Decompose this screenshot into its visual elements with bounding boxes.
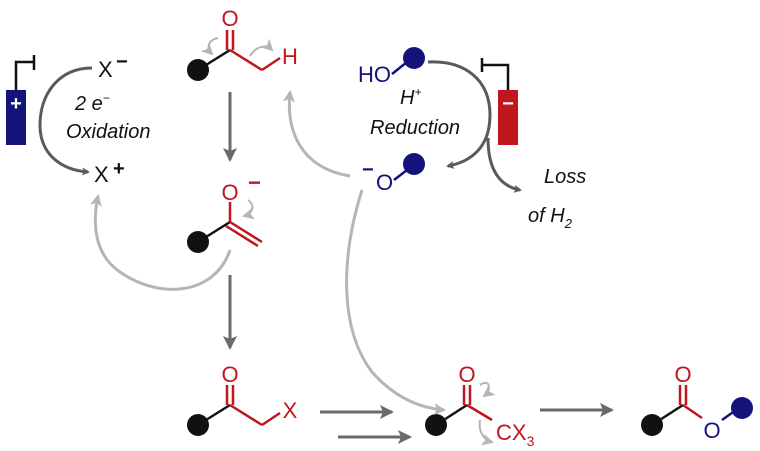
alpha-haloketone: O X	[187, 362, 298, 436]
trihaloketone: O CX3	[425, 362, 535, 449]
x-plus: X +	[94, 158, 125, 187]
aldehyde-oxygen: O	[221, 6, 238, 31]
alkoxide-charge: −	[362, 159, 374, 181]
x-minus-charge: −	[116, 51, 128, 73]
reduction-cycle-arrow	[427, 60, 492, 169]
haloketone-oxygen: O	[221, 362, 238, 387]
alkoxide-oxygen: O	[376, 170, 393, 195]
loss-h2-text: of H2	[528, 205, 573, 231]
alkoxide: − O	[362, 153, 425, 195]
anode-electrode: +	[6, 55, 36, 145]
trihalo-group: CX3	[496, 420, 535, 449]
ester-carbonyl-oxygen: O	[674, 362, 691, 387]
oxidation-label: 2 e− Oxidation	[66, 91, 151, 143]
reduction-proton: H+	[400, 85, 421, 109]
cathode-minus-sign: −	[502, 93, 514, 115]
x-minus: X −	[98, 51, 128, 82]
enolate: O −	[187, 170, 263, 253]
enolate-charge: −	[248, 170, 261, 195]
ester-oxygen: O	[703, 418, 720, 443]
x-plus-charge: +	[113, 158, 125, 180]
alcohol: HO	[358, 47, 425, 87]
trihalo-oxygen: O	[458, 362, 475, 387]
x-minus-symbol: X	[98, 57, 113, 82]
alcohol-ho: HO	[358, 62, 391, 87]
cathode-electrode: −	[480, 58, 518, 145]
oxidation-electrons: 2 e−	[74, 91, 110, 115]
oxidation-text: Oxidation	[66, 121, 151, 143]
arrow-alkoxide-to-trihaloketone	[345, 189, 446, 416]
loss-text: Loss	[544, 166, 586, 188]
aldehyde: O H	[187, 6, 298, 81]
oxidation-cycle-arrow	[38, 66, 93, 176]
enolate-oxygen: O	[221, 180, 238, 205]
reduction-label: H+ Reduction	[370, 85, 460, 139]
loss-of-h2-label: Loss of H2	[528, 166, 586, 231]
anode-plus-sign: +	[10, 93, 22, 115]
arrow-loss-of-h2	[486, 137, 522, 193]
arrow-enolate-to-x-plus	[90, 194, 232, 291]
haloketone-halogen: X	[283, 398, 298, 423]
aldehyde-hydrogen: H	[282, 44, 298, 69]
ester: O O	[641, 362, 753, 443]
x-plus-symbol: X	[94, 162, 109, 187]
reduction-text: Reduction	[370, 117, 460, 139]
arrow-alkoxide-to-aldehyde-h	[282, 90, 351, 178]
